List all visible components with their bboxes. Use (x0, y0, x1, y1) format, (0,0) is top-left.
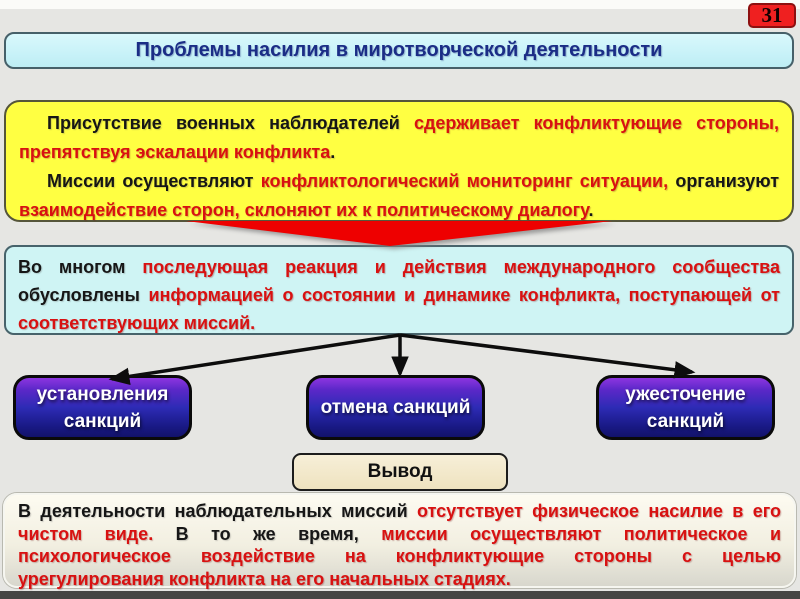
observers-paragraph-1: Присутствие военных наблюдателей сдержив… (19, 113, 779, 162)
slide-number: 31 (761, 3, 783, 27)
observers-text-box: Присутствие военных наблюдателей сдержив… (4, 100, 794, 222)
slide-number-badge: 31 (748, 3, 796, 28)
slide-bottom-border (0, 591, 800, 599)
arrow-to-impose-icon (108, 333, 401, 386)
reaction-text-box: Во многом последующая реакция и действия… (4, 245, 794, 335)
arrow-to-tighten-icon (399, 333, 696, 379)
conclusion-heading-box: Вывод (292, 453, 508, 491)
slide-title: Проблемы насилия в миротворческой деятел… (135, 39, 663, 61)
node-impose-sanctions: установления санкций (13, 375, 192, 440)
reaction-paragraph: Во многом последующая реакция и действия… (18, 257, 780, 333)
observers-paragraph-2: Миссии осуществляют конфликтологический … (19, 171, 780, 220)
slide-title-box: Проблемы насилия в миротворческой деятел… (4, 32, 794, 69)
node-tighten-sanctions: ужесточение санкций (596, 375, 775, 440)
node-cancel-sanctions: отмена санкций (306, 375, 485, 440)
conclusion-heading: Вывод (367, 461, 433, 482)
node-cancel-sanctions-label: отмена санкций (320, 397, 471, 418)
conclusion-paragraph: В деятельности наблюдательных миссий отс… (18, 501, 782, 589)
node-tighten-sanctions-label: ужесточение санкций (625, 383, 746, 432)
node-impose-sanctions-label: установления санкций (36, 383, 169, 432)
slide-top-border (0, 0, 800, 9)
conclusion-text-box: В деятельности наблюдательных миссий отс… (3, 493, 796, 589)
